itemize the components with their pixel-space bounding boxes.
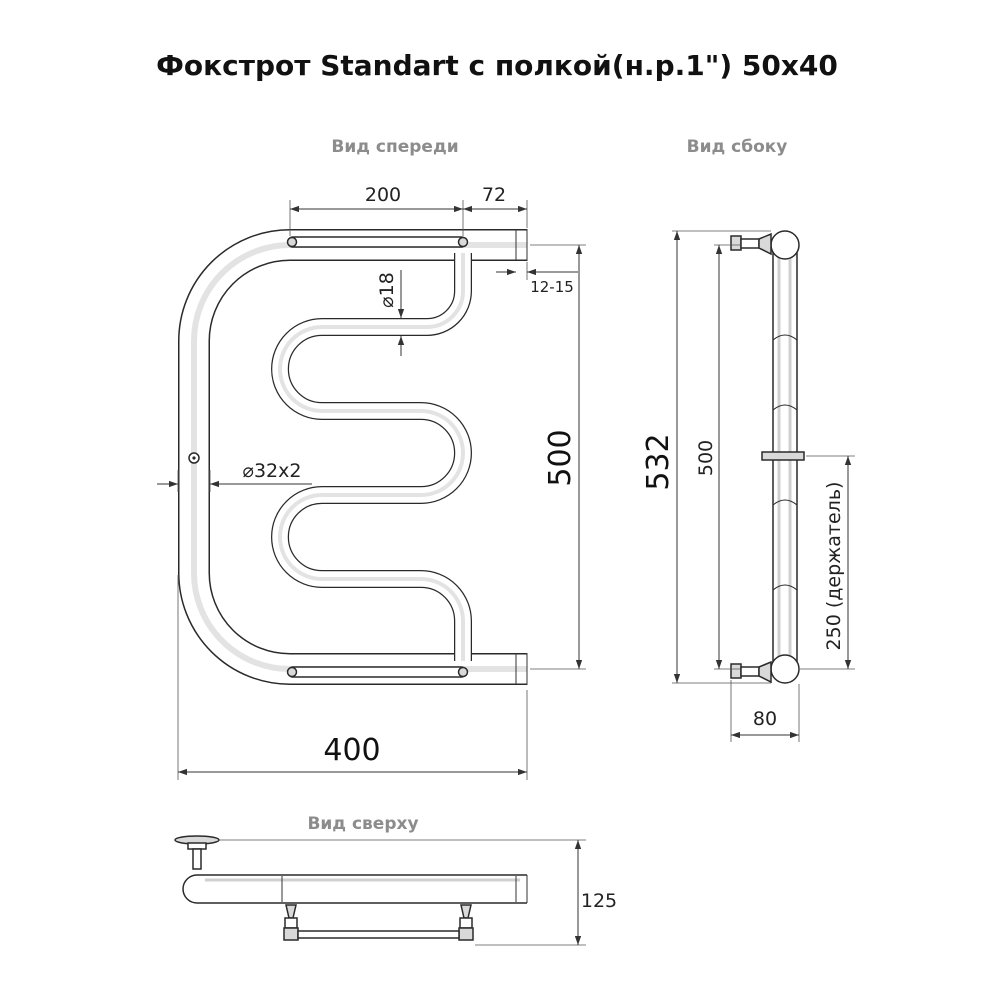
dim-center-distance: 500 [543, 429, 578, 486]
dim-connection-gap: 12-15 [530, 278, 574, 296]
wall-holder-icon [761, 451, 805, 461]
dim-side-center-distance: 500 [695, 440, 717, 476]
dim-shelf-length: 200 [365, 184, 401, 206]
bolt-icon [457, 236, 469, 248]
top-connector-icon [730, 232, 772, 256]
dim-front-offset: 72 [482, 184, 506, 206]
dim-inner-diameter: ⌀18 [376, 272, 398, 308]
bottom-connector-icon [730, 660, 772, 684]
drawing-title: Фокстрот Standart с полкой(н.р.1") 50x40 [156, 49, 838, 82]
dim-main-diameter: ⌀32x2 [243, 460, 302, 482]
top-view: 125 [174, 835, 617, 946]
bolt-icon [457, 666, 469, 678]
shelf-support-left-icon [283, 904, 299, 941]
dim-total-width: 400 [323, 733, 380, 768]
side-view-label: Вид сбоку [687, 137, 788, 157]
top-shelf-bar [286, 236, 469, 248]
main-tube [178, 229, 528, 685]
serpentine-tube [271, 253, 472, 661]
bolt-icon [286, 236, 298, 248]
top-view-label: Вид сверху [307, 814, 418, 834]
side-view: 532 500 250 (держатель) 80 [641, 230, 855, 742]
bolt-icon [286, 666, 298, 678]
front-view-label: Вид спереди [331, 137, 458, 157]
shelf-bar-top [297, 930, 460, 939]
dim-top-depth: 125 [581, 890, 617, 912]
bottom-shelf-bar [286, 666, 469, 678]
dim-side-depth: 80 [753, 708, 777, 730]
dim-side-total-height: 532 [641, 433, 676, 490]
front-view: 200 72 12-15 ⌀18 ⌀32x2 500 400 [157, 184, 586, 780]
shelf-support-right-icon [458, 904, 474, 941]
dim-holder-height: 250 (держатель) [823, 482, 845, 651]
